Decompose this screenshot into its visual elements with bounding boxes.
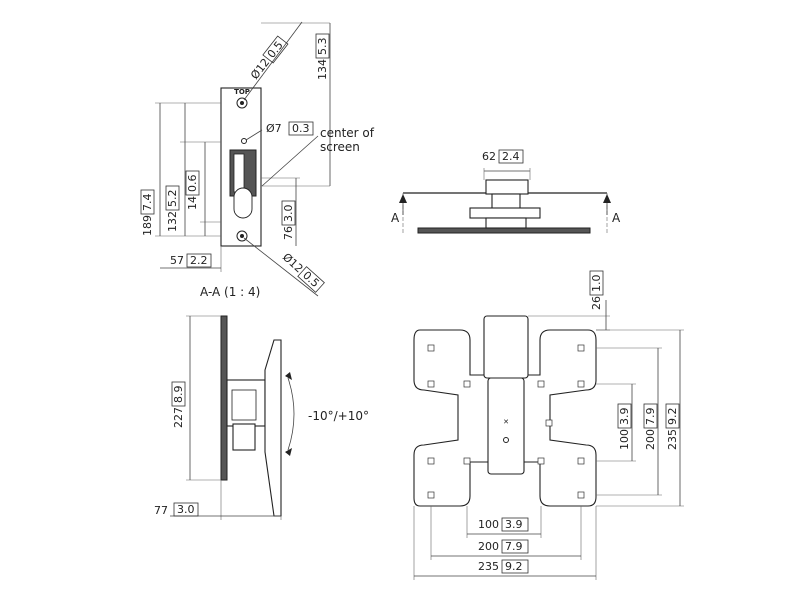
section-view: TOP 189 7.4 132 5.2 14 0.6 — [140, 21, 375, 299]
dim-14-in: 0.6 — [186, 175, 199, 193]
brand-logo: ✕ — [503, 418, 509, 426]
dim-26-mm: 26 — [590, 296, 603, 310]
dim-132-mm: 132 — [166, 211, 179, 232]
dim-h235-in: 9.2 — [505, 560, 523, 573]
dim-189-mm: 189 — [141, 215, 154, 236]
wall-plate-side — [220, 315, 228, 481]
center-label-line1: center of — [320, 126, 375, 140]
dim-h200-in: 7.9 — [505, 540, 523, 553]
wall-plate-front — [483, 315, 529, 379]
dim-h100-in: 3.9 — [505, 518, 523, 531]
dim-77-in: 3.0 — [177, 503, 195, 516]
dim-227-in: 8.9 — [172, 386, 185, 404]
dim-14-mm: 14 — [186, 196, 199, 210]
wall-plate — [485, 179, 529, 195]
clamp-slot — [233, 153, 245, 193]
dim-134-mm: 134 — [316, 59, 329, 80]
dim-h235-mm: 235 — [478, 560, 499, 573]
display-plate-side — [264, 339, 282, 517]
tilt-range: -10°/+10° — [308, 409, 369, 423]
center-arm — [487, 377, 525, 475]
section-marker-left: A — [391, 211, 400, 225]
mid-hole — [241, 138, 247, 144]
arm-bracket — [485, 217, 527, 229]
dim-77-mm: 77 — [154, 504, 168, 517]
dim-132-in: 5.2 — [166, 190, 179, 208]
center-label-line2: screen — [320, 140, 360, 154]
dim-h200-mm: 200 — [478, 540, 499, 553]
dim-62-mm: 62 — [482, 150, 496, 163]
dim-phi-mid-in: 0.3 — [292, 122, 310, 135]
dim-v100-mm: 100 — [618, 429, 631, 450]
front-view: ✕ 26 1.0 100 3.9 — [413, 270, 684, 580]
dim-phi-bot-in: 0.5 — [300, 269, 322, 290]
dim-227-mm: 227 — [172, 407, 185, 428]
dim-62-in: 2.4 — [502, 150, 520, 163]
dim-76-mm: 76 — [282, 226, 295, 240]
adjustment-slot — [233, 187, 253, 219]
dim-v100-in: 3.9 — [618, 408, 631, 426]
dim-v200-in: 7.9 — [644, 408, 657, 426]
dim-v235-in: 9.2 — [666, 408, 679, 426]
dim-57-mm: 57 — [170, 254, 184, 267]
top-view: 62 2.4 A A — [391, 149, 621, 234]
arm-lower — [232, 423, 256, 451]
section-marker-right: A — [612, 211, 621, 225]
dim-phi-mid-mm: Ø7 — [266, 122, 282, 135]
top-hole-center — [240, 101, 244, 105]
arm-hinge — [469, 207, 541, 219]
side-view: -10°/+10° 227 8.9 77 3.0 — [154, 315, 369, 520]
dim-26-in: 1.0 — [590, 275, 603, 293]
dim-v200-mm: 200 — [644, 429, 657, 450]
section-title: A-A (1 : 4) — [200, 285, 260, 299]
mounting-holes — [427, 344, 585, 499]
bottom-hole-center — [240, 234, 244, 238]
top-mark: TOP — [234, 88, 250, 96]
dim-phi-top-in: 0.5 — [265, 39, 286, 61]
dim-189-in: 7.4 — [141, 194, 154, 212]
dim-134-in: 5.3 — [316, 38, 329, 56]
dim-v235-mm: 235 — [666, 429, 679, 450]
display-plate — [417, 227, 591, 234]
dim-76-in: 3.0 — [282, 205, 295, 223]
dim-h100-mm: 100 — [478, 518, 499, 531]
dim-57-in: 2.2 — [190, 254, 208, 267]
